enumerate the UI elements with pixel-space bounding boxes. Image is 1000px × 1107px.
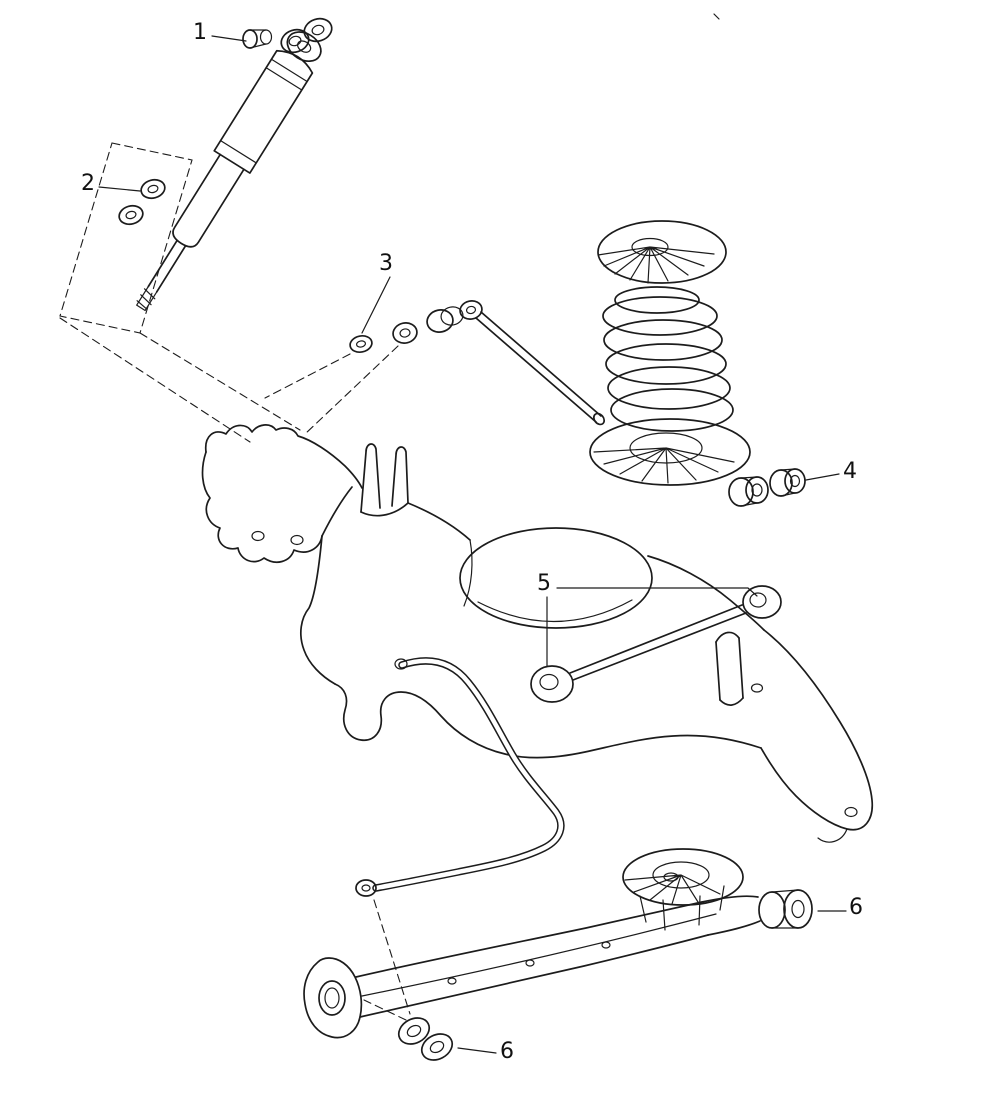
trailing-arm-illustration	[303, 848, 813, 1061]
trailing-arm-bushing-front-illustration	[397, 1017, 454, 1061]
spring-coil	[602, 296, 718, 336]
callout-6-rear: 6	[849, 895, 863, 920]
leader-line-2	[98, 186, 141, 192]
lateral-rod-shaft	[475, 317, 597, 423]
axle-center-housing	[459, 527, 653, 629]
shock-absorber-illustration	[136, 17, 333, 312]
coil-spring-illustration	[589, 220, 751, 486]
leader-line-5-horizontal	[556, 587, 758, 597]
leader-line-3	[361, 276, 391, 334]
trailing-arm-bushing-rear-illustration	[758, 889, 813, 929]
spring-upper-insulator	[597, 220, 727, 284]
callout-1: 1	[193, 20, 207, 45]
callout-leader-lines	[98, 35, 847, 1054]
spring-coil	[603, 319, 723, 361]
leader-line-4	[805, 473, 840, 481]
shock-washer-pair-illustration	[118, 178, 166, 226]
spring-coil	[610, 388, 734, 432]
leader-line-6-front	[457, 1047, 497, 1054]
callout-4: 4	[843, 459, 857, 484]
dashed-assembly-guides	[59, 142, 411, 1021]
callout-3: 3	[379, 251, 393, 276]
callout-5: 5	[537, 571, 551, 596]
control-rod-bushing-lower	[530, 665, 574, 703]
seat-bushing-pair-illustration	[728, 468, 806, 507]
spring-coil	[605, 343, 727, 385]
stabilizer-bar-illustration	[355, 657, 565, 897]
leader-line-1	[211, 35, 247, 42]
arm-spring-seat	[622, 848, 744, 906]
lateral-rod-bushings-illustration	[349, 300, 606, 426]
shock-upper-mount-illustration	[242, 17, 333, 54]
callout-6-front: 6	[500, 1039, 514, 1064]
callout-2: 2	[81, 171, 95, 196]
control-rod-bushing-upper	[742, 585, 782, 619]
spring-coil	[607, 366, 731, 410]
lateral-control-rod-illustration	[530, 585, 782, 703]
spring-lower-seat	[589, 418, 751, 486]
tick-mark	[713, 13, 720, 20]
axle-beam-illustration	[201, 424, 874, 843]
